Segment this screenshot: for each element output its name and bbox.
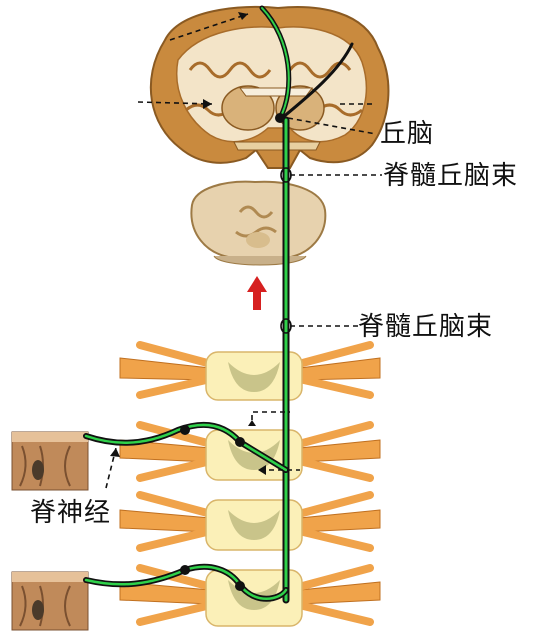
- thalamus-label: 丘脑: [380, 119, 435, 149]
- brain-coronal-section: [149, 5, 390, 169]
- pointer-lines: [105, 13, 382, 489]
- spinothalamic-tract-label-upper: 脊髓丘脑束: [383, 161, 519, 191]
- pathway-lines: [83, 5, 354, 604]
- spinothalamic-tract-label-lower: 脊髓丘脑束: [358, 312, 494, 342]
- spinal-nerve-label: 脊神经: [30, 498, 112, 528]
- tract-markers: [280, 167, 292, 334]
- pointer-arrowheads: [110, 12, 266, 475]
- medulla-section: [190, 180, 327, 266]
- synapse-markers: [180, 113, 285, 591]
- spinal-segment-3: [119, 491, 381, 552]
- skin-receptor-lower: [11, 571, 89, 631]
- spinal-segment-1: [119, 341, 381, 401]
- upward-arrow-icon: [247, 276, 267, 310]
- spinal-cord-segments: [119, 341, 381, 627]
- skin-receptor-upper: [11, 431, 89, 491]
- spinal-segment-2: [119, 421, 381, 482]
